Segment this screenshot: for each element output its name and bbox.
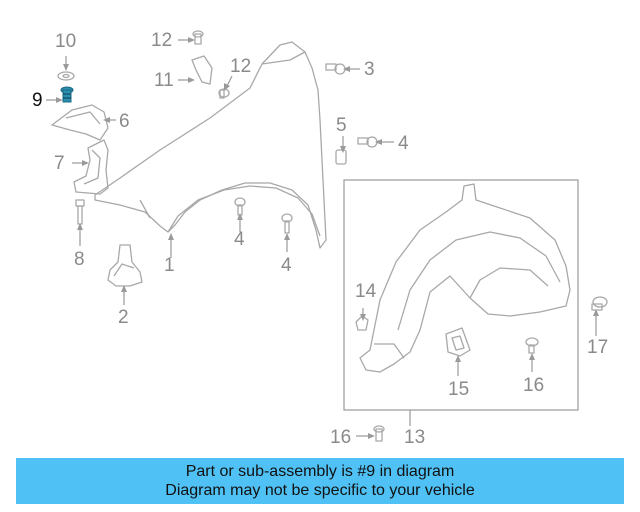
callout-17: 17 <box>587 337 609 358</box>
callout-12-a: 12 <box>151 30 173 51</box>
bolt-part-4-right <box>357 136 378 148</box>
info-banner: Part or sub-assembly is #9 in diagram Di… <box>16 458 624 504</box>
callout-1: 1 <box>164 255 175 276</box>
callout-11: 11 <box>154 70 174 91</box>
parts-diagram <box>46 30 608 442</box>
callout-7: 7 <box>54 153 65 174</box>
screw-part-12a <box>192 30 204 45</box>
pad-part-15 <box>445 327 471 357</box>
bracket-part-6 <box>51 104 109 141</box>
wheel-liner <box>359 183 571 373</box>
callout-12-b: 12 <box>230 56 252 77</box>
banner-line-1: Part or sub-assembly is #9 in diagram <box>185 463 455 480</box>
arrowheads <box>56 37 599 439</box>
callout-9: 9 <box>32 90 43 111</box>
washer-part-10 <box>57 71 75 81</box>
bolt-part-4-lower-b <box>281 213 293 234</box>
callout-4-b: 4 <box>281 255 292 276</box>
bracket-part-11 <box>191 55 213 85</box>
callout-4-c: 4 <box>398 133 409 154</box>
bracket-part-2 <box>107 244 143 287</box>
highlighted-part-9 <box>60 86 74 103</box>
callout-16-b: 16 <box>330 427 352 448</box>
screw-part-16-bottom <box>373 425 385 442</box>
callout-10: 10 <box>55 31 77 52</box>
callout-16-a: 16 <box>523 375 545 396</box>
bracket-part-7 <box>73 139 109 195</box>
bolt-part-8 <box>75 199 85 225</box>
screw-part-16-right <box>525 337 539 354</box>
leader-lines <box>46 39 597 437</box>
callout-13: 13 <box>404 427 426 448</box>
bolt-part-4-lower-a <box>234 197 246 216</box>
callout-3: 3 <box>364 59 375 80</box>
callout-6: 6 <box>119 111 130 132</box>
fender-panel <box>94 41 327 249</box>
banner-line-2: Diagram may not be specific to your vehi… <box>165 482 475 499</box>
screw-part-17 <box>591 296 608 311</box>
bolt-part-3 <box>325 63 346 75</box>
callout-5: 5 <box>336 115 347 136</box>
callout-2: 2 <box>118 307 129 328</box>
clip-part-5 <box>335 149 347 165</box>
callout-15: 15 <box>448 379 470 400</box>
callout-8: 8 <box>74 249 85 270</box>
callout-14: 14 <box>355 281 377 302</box>
clip-part-14 <box>355 315 369 331</box>
callout-4-a: 4 <box>234 229 245 250</box>
assembly-box-13 <box>343 179 579 411</box>
